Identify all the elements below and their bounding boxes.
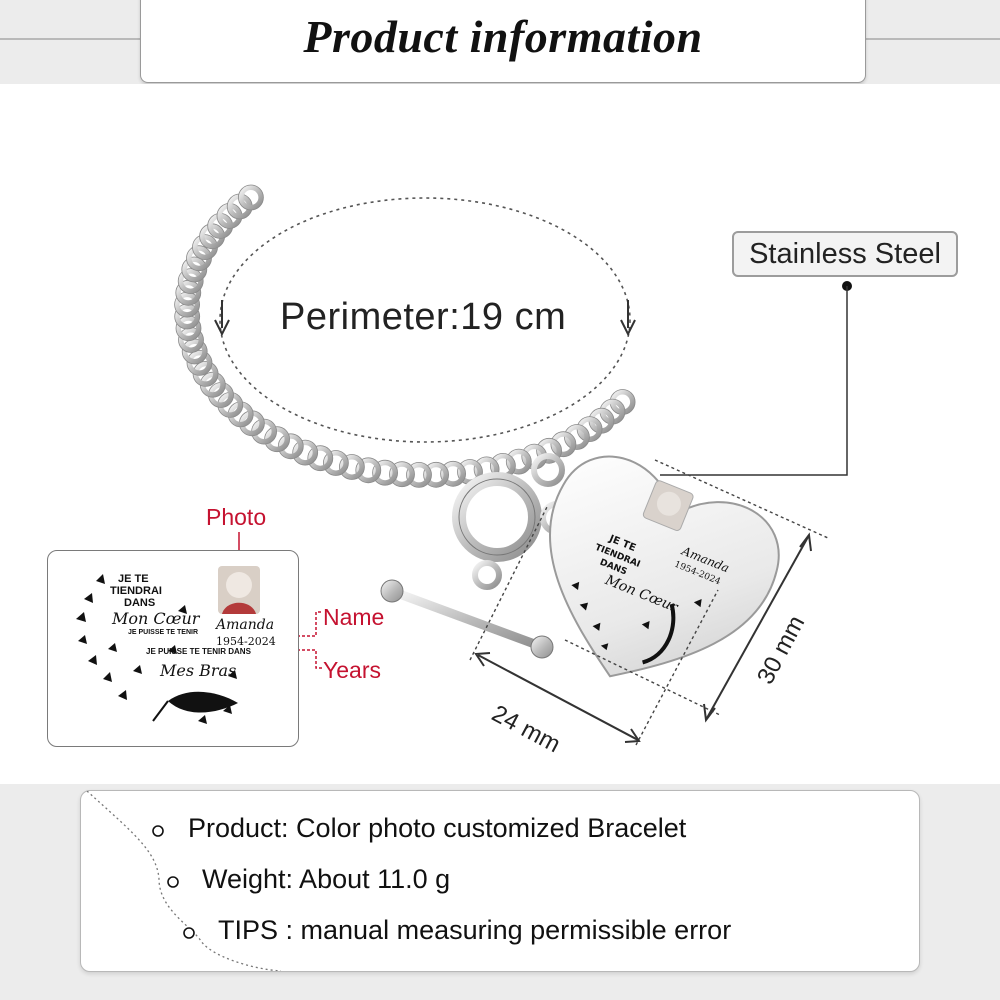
chain-link (176, 315, 201, 341)
chain-link (389, 461, 415, 487)
chain-link-outline (440, 460, 467, 487)
chain-link-outline (186, 349, 213, 376)
engraving-line-4: JE PUISSE TE TENIR (128, 629, 199, 636)
engraving-line-5: JE PUISSE TE TENIR DANS (146, 647, 251, 656)
engraving-script-2: Mes Bras (160, 661, 237, 680)
chain-link-outline (505, 448, 532, 475)
title-banner (140, 0, 866, 83)
chain-link-outline (177, 268, 204, 295)
photo-label: Photo (206, 504, 267, 530)
chain-link-outline (338, 454, 365, 480)
toggle-bar (389, 587, 545, 651)
info-panel-decoration (86, 791, 282, 971)
chain-link-outline (389, 461, 415, 488)
chain-link (355, 457, 381, 483)
perimeter-arrow-left (214, 319, 230, 337)
bullet-icon (152, 825, 164, 837)
engraving-years: 1954-2024 (216, 635, 276, 648)
chain-link (406, 462, 432, 488)
years-label: Years (323, 657, 381, 683)
chain-link-outline (423, 461, 450, 488)
chain-link (175, 280, 201, 306)
chain-link-outline (181, 256, 208, 283)
engraving-line-3: DANS (124, 597, 156, 609)
info-weight: Weight: About 11.0 g (202, 864, 451, 894)
chain-link-outline (406, 461, 432, 488)
chain-link-outline (355, 457, 382, 484)
engraving-line-1: JE TE (118, 573, 149, 585)
info-product: Product: Color photo customized Bracelet (188, 813, 687, 843)
chain-link-outline (307, 445, 334, 472)
chain-link (339, 454, 365, 480)
material-leader-line (660, 286, 848, 476)
chain-link-outline (536, 437, 562, 464)
chain-link-outline (292, 439, 319, 466)
chain-link (323, 450, 349, 476)
perimeter-arrow-right (620, 319, 636, 337)
chain-link (174, 304, 200, 329)
chain-link-outline (372, 459, 399, 486)
perimeter-ellipse (219, 197, 631, 443)
engraving-line-2: TIENDRAI (110, 585, 162, 597)
chain-link (372, 460, 398, 486)
bullet-icon (183, 927, 195, 939)
bracelet-illustration: JE TE TIENDRAI DANS Mon Cœur Amanda 1954… (174, 184, 852, 746)
engraving-preview-card: JE TE TIENDRAI DANS Mon Cœur Amanda 1954… (47, 550, 299, 747)
chain-link (506, 449, 532, 475)
chain-link (182, 339, 208, 364)
engraving-script-1: Mon Cœur (112, 609, 200, 628)
chain-link (423, 462, 449, 488)
engraving-name: Amanda (216, 617, 275, 633)
page-title: Product information (303, 11, 703, 62)
chain-link (440, 461, 466, 487)
name-label: Name (323, 604, 385, 630)
width-dimension-line (477, 654, 639, 741)
chain-link-outline (564, 424, 590, 450)
chain-link (238, 185, 264, 210)
bullet-icon (167, 876, 179, 888)
chain-link (178, 268, 204, 294)
material-badge: Stainless Steel (732, 231, 958, 277)
chain-link-outline (237, 184, 264, 211)
butterfly-decoration (76, 566, 260, 724)
height-dimension-line (706, 536, 809, 719)
heart-pendant: JE TE TIENDRAI DANS Mon Cœur Amanda 1954… (548, 455, 780, 678)
chain-link-outline (550, 431, 577, 458)
chain-link-outline (322, 450, 349, 476)
chain-link-outline (277, 433, 304, 460)
chain-link (178, 327, 204, 353)
info-tips: TIPS : manual measuring permissible erro… (218, 915, 732, 945)
perimeter-label: Perimeter:19 cm (280, 296, 567, 338)
product-info-panel: Product: Color photo customized Bracelet… (80, 790, 920, 972)
chain-link (174, 292, 200, 318)
